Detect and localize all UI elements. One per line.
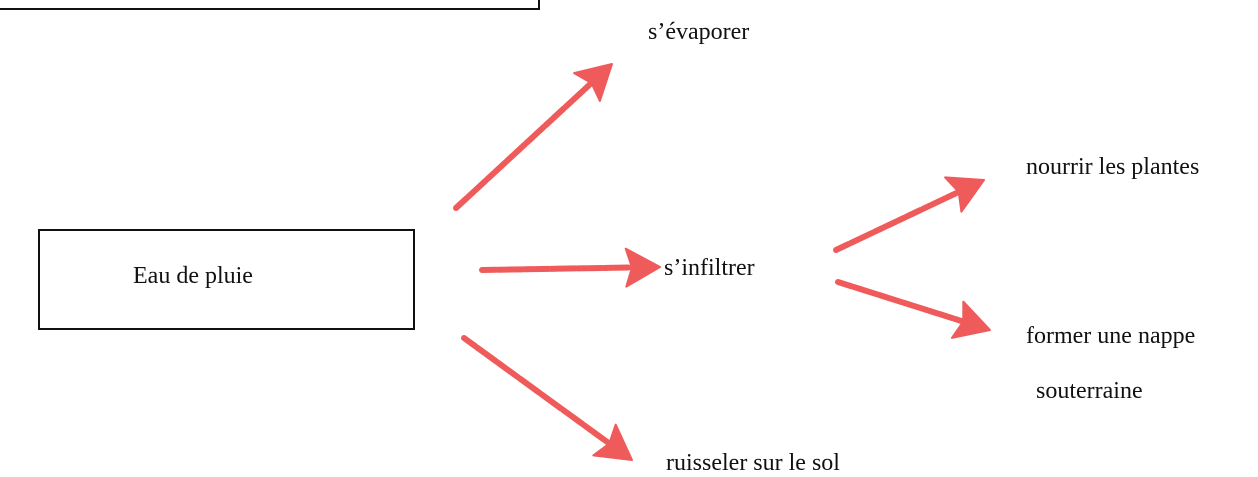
arrow-to-evaporate-shaft	[453, 81, 593, 211]
arrow-to-feed-plants-head	[944, 176, 985, 213]
arrow-to-feed-plants	[833, 176, 985, 253]
arrow-to-aquifer-head	[950, 300, 991, 339]
label-runoff: ruisseler sur le sol	[666, 450, 840, 476]
label-aquifer-line2: souterraine	[1036, 378, 1143, 404]
label-aquifer-line1: former une nappe	[1026, 323, 1196, 349]
source-label: Eau de pluie	[133, 263, 253, 289]
arrow-to-aquifer-shaft	[835, 279, 965, 324]
source-box	[38, 229, 415, 330]
arrow-to-feed-plants-shaft	[833, 189, 960, 253]
top-partial-box	[0, 0, 540, 10]
arrow-to-infiltrate-shaft	[479, 264, 634, 273]
arrow-to-runoff-shaft	[461, 335, 611, 446]
arrow-to-runoff	[461, 335, 633, 461]
label-infiltrate: s’infiltrer	[664, 255, 755, 281]
arrow-to-runoff-head	[592, 423, 633, 461]
label-feed-plants: nourrir les plantes	[1026, 154, 1200, 180]
arrow-to-evaporate-head	[573, 63, 613, 102]
arrow-to-infiltrate	[479, 247, 661, 288]
arrow-to-infiltrate-head	[624, 247, 661, 288]
arrow-to-evaporate	[453, 63, 613, 211]
arrow-to-aquifer	[835, 279, 991, 339]
label-evaporate: s’évaporer	[648, 19, 750, 45]
